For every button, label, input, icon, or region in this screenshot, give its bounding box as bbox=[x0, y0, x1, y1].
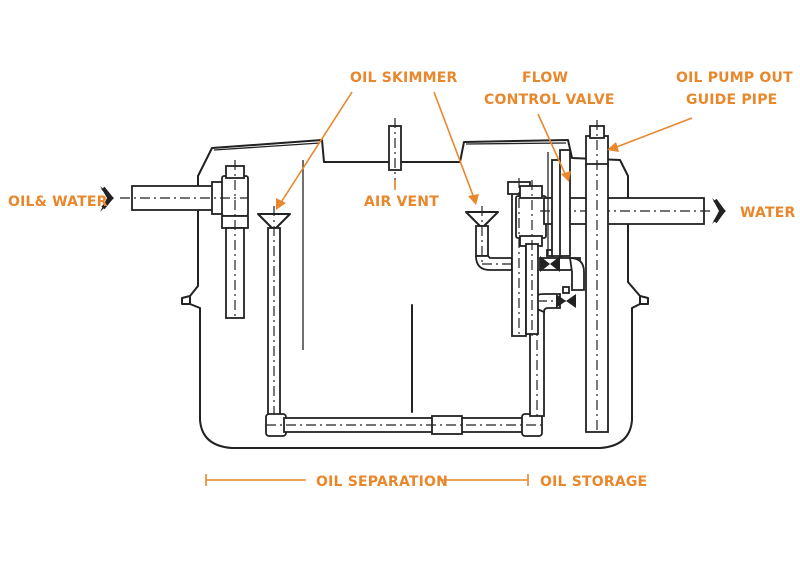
oil-storage-label: OIL STORAGE bbox=[540, 474, 647, 490]
inlet-pipe-assembly bbox=[120, 160, 249, 320]
oil-separation-dimension-line bbox=[205, 474, 529, 486]
water-outlet-label: WATER bbox=[740, 205, 795, 221]
oil-pump-out-guide-pipe bbox=[585, 120, 609, 433]
inlet-arrow-icon bbox=[100, 186, 114, 212]
separator-tank bbox=[181, 139, 649, 449]
flow-control-valve bbox=[539, 149, 585, 308]
air-vent-label: AIR VENT bbox=[364, 194, 439, 210]
leader-flow-control-valve bbox=[537, 113, 571, 182]
outlet-pipe-assembly bbox=[507, 178, 712, 338]
flow-control-label-line1: FLOW bbox=[522, 70, 568, 86]
leader-oil-skimmer-right bbox=[433, 91, 479, 205]
leader-oil-pump-out bbox=[607, 117, 693, 152]
outlet-arrow-icon bbox=[712, 198, 726, 224]
leader-oil-skimmer-left bbox=[276, 91, 353, 210]
flow-control-label-line2: CONTROL VALVE bbox=[484, 92, 615, 108]
oil-pump-out-label-line2: GUIDE PIPE bbox=[686, 92, 777, 108]
oil-water-inlet-label: OIL& WATER bbox=[8, 194, 108, 210]
oil-separation-label: OIL SEPARATION bbox=[316, 474, 448, 490]
oil-skimmer-left bbox=[257, 206, 291, 420]
air-vent-pipe bbox=[388, 118, 402, 190]
oil-pump-out-label-line1: OIL PUMP OUT bbox=[676, 70, 793, 86]
oil-skimmer-label: OIL SKIMMER bbox=[350, 70, 457, 86]
oil-skimmer-right bbox=[465, 206, 520, 271]
